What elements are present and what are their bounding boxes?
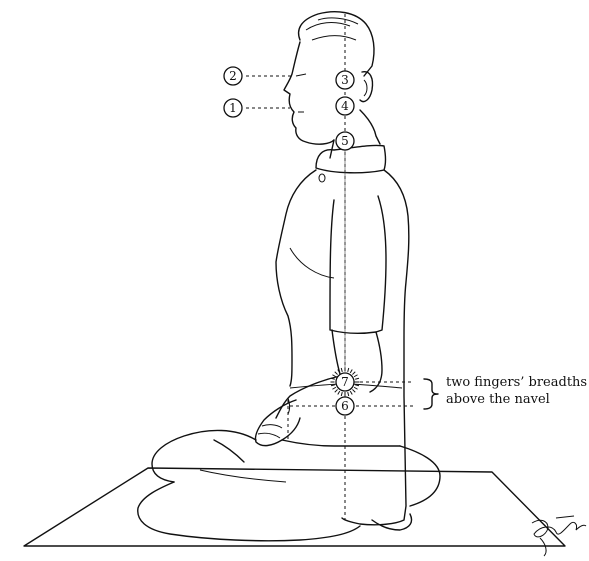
mat: [24, 468, 565, 546]
glow-ray: [355, 378, 359, 379]
marker-1: 1: [224, 99, 242, 117]
glow-ray: [350, 369, 352, 372]
marker-4: 4: [336, 97, 354, 115]
connectors: [246, 76, 414, 406]
glow-ray: [352, 372, 355, 375]
glow-ray: [341, 368, 342, 372]
artist-signature: [532, 516, 586, 556]
marker-2-label: 2: [229, 69, 237, 83]
glow-ray: [335, 372, 338, 375]
marker-3: 3: [336, 71, 354, 89]
marker-5: 5: [336, 132, 354, 150]
glow-ray: [354, 375, 357, 377]
marker-5-label: 5: [341, 134, 349, 148]
hands: [255, 398, 300, 446]
navel-annotation: two fingers’ breadths above the navel: [446, 374, 587, 408]
torso: [276, 170, 409, 525]
glow-ray: [338, 391, 340, 394]
head: [284, 12, 374, 144]
marker-3-label: 3: [341, 73, 349, 87]
glow-ray: [335, 389, 338, 392]
glow-ray: [332, 387, 335, 389]
glow-ray: [341, 392, 342, 396]
marker-2: 2: [224, 67, 242, 85]
glow-ray: [352, 389, 355, 392]
center-axis: [288, 14, 345, 520]
annotation-line-2: above the navel: [446, 391, 587, 408]
annotation-line-1: two fingers’ breadths: [446, 374, 587, 391]
glow-ray: [348, 392, 349, 396]
marker-4-label: 4: [341, 99, 349, 113]
marker-6-label: 6: [341, 399, 349, 413]
marker-7-label: 7: [341, 375, 349, 389]
glow-ray: [348, 368, 349, 372]
glow-ray: [350, 391, 352, 394]
legs: [138, 430, 440, 540]
annotation-brace: [424, 379, 438, 409]
glow-ray: [354, 387, 357, 389]
marker-7: 7: [336, 373, 354, 391]
glow-ray: [331, 378, 335, 379]
marker-6: 6: [336, 397, 354, 415]
marker-1-label: 1: [229, 101, 237, 115]
glow-ray: [332, 375, 335, 377]
